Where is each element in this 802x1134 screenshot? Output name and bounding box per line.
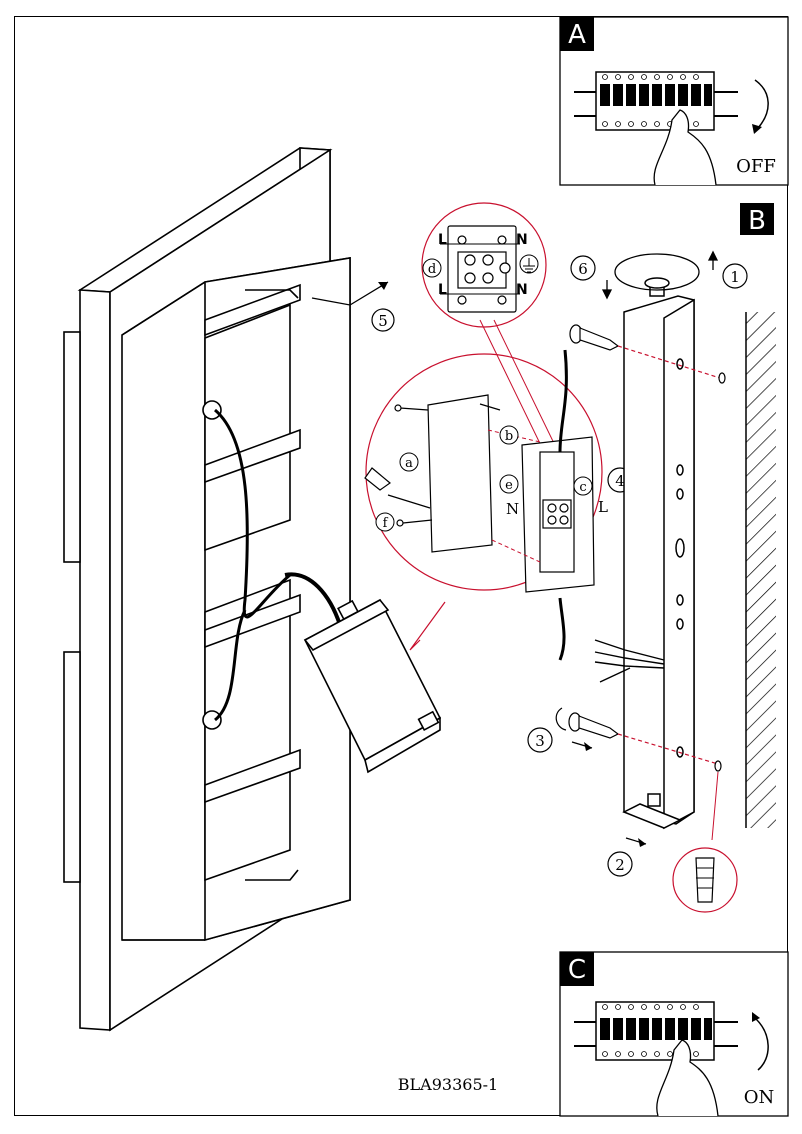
terminal-l-top: L: [438, 232, 447, 248]
terminal-n-top: N: [516, 232, 528, 248]
panel-b-letter: B: [748, 206, 766, 236]
terminal-l-bottom: L: [438, 282, 447, 298]
panel-c: C ON: [559, 951, 789, 1117]
callout-e: e: [505, 478, 513, 493]
panel-a-badge: [560, 17, 594, 51]
mounting-bracket: [622, 277, 695, 830]
wire-n-label: N: [506, 500, 519, 518]
junction-box-detail: [364, 349, 595, 661]
hand-icon: [653, 109, 717, 186]
step-4-label: 4: [615, 472, 625, 490]
panel-b-badge: [740, 203, 774, 235]
screw-bottom-icon: [555, 707, 722, 772]
wire-l-label: L: [598, 498, 608, 516]
callout-d: d: [428, 262, 436, 277]
rotate-up-arrow-icon: [754, 1017, 769, 1071]
product-code: BLA93365-1: [398, 1075, 498, 1094]
panel-a-state: OFF: [736, 156, 776, 177]
junction-box: [284, 572, 442, 774]
lamp-housing: [63, 147, 351, 1032]
rotation-arrows: [601, 250, 719, 300]
panel-a: A OFF: [559, 16, 789, 186]
step-3-label: 3: [535, 732, 545, 750]
step-2-arrow: [625, 837, 647, 847]
terminal-block-detail: [440, 225, 520, 313]
step-5-arrow: [311, 281, 389, 306]
page-frame: [14, 16, 788, 1116]
callout-b: b: [505, 429, 513, 444]
panel-b: B: [740, 203, 774, 236]
step-5-label: 5: [378, 312, 388, 330]
breaker-panel-icon: [574, 71, 738, 131]
callout-f: f: [383, 516, 389, 531]
step-1-label: 1: [730, 268, 740, 286]
callout-a: a: [405, 456, 413, 471]
panel-c-badge: [560, 952, 594, 986]
panel-c-letter: C: [568, 955, 586, 985]
rotate-down-arrow-icon: [754, 79, 769, 129]
panel-a-letter: A: [568, 20, 586, 50]
breaker-panel-icon: [574, 1001, 738, 1061]
screw-top-icon: [569, 324, 726, 384]
earth-ground-icon: [519, 254, 539, 274]
wall-hatch: [745, 312, 776, 828]
callout-c: c: [579, 480, 586, 495]
panel-c-state: ON: [744, 1087, 775, 1108]
supply-wires: [594, 639, 665, 683]
terminal-n-bottom: N: [516, 282, 528, 298]
hand-icon: [656, 1039, 719, 1117]
step-6-label: 6: [578, 260, 588, 278]
red-guide-lines: [487, 429, 541, 563]
step-3-arrow: [571, 741, 593, 751]
step-2-label: 2: [615, 856, 625, 874]
wall-plug-detail: [672, 771, 738, 913]
